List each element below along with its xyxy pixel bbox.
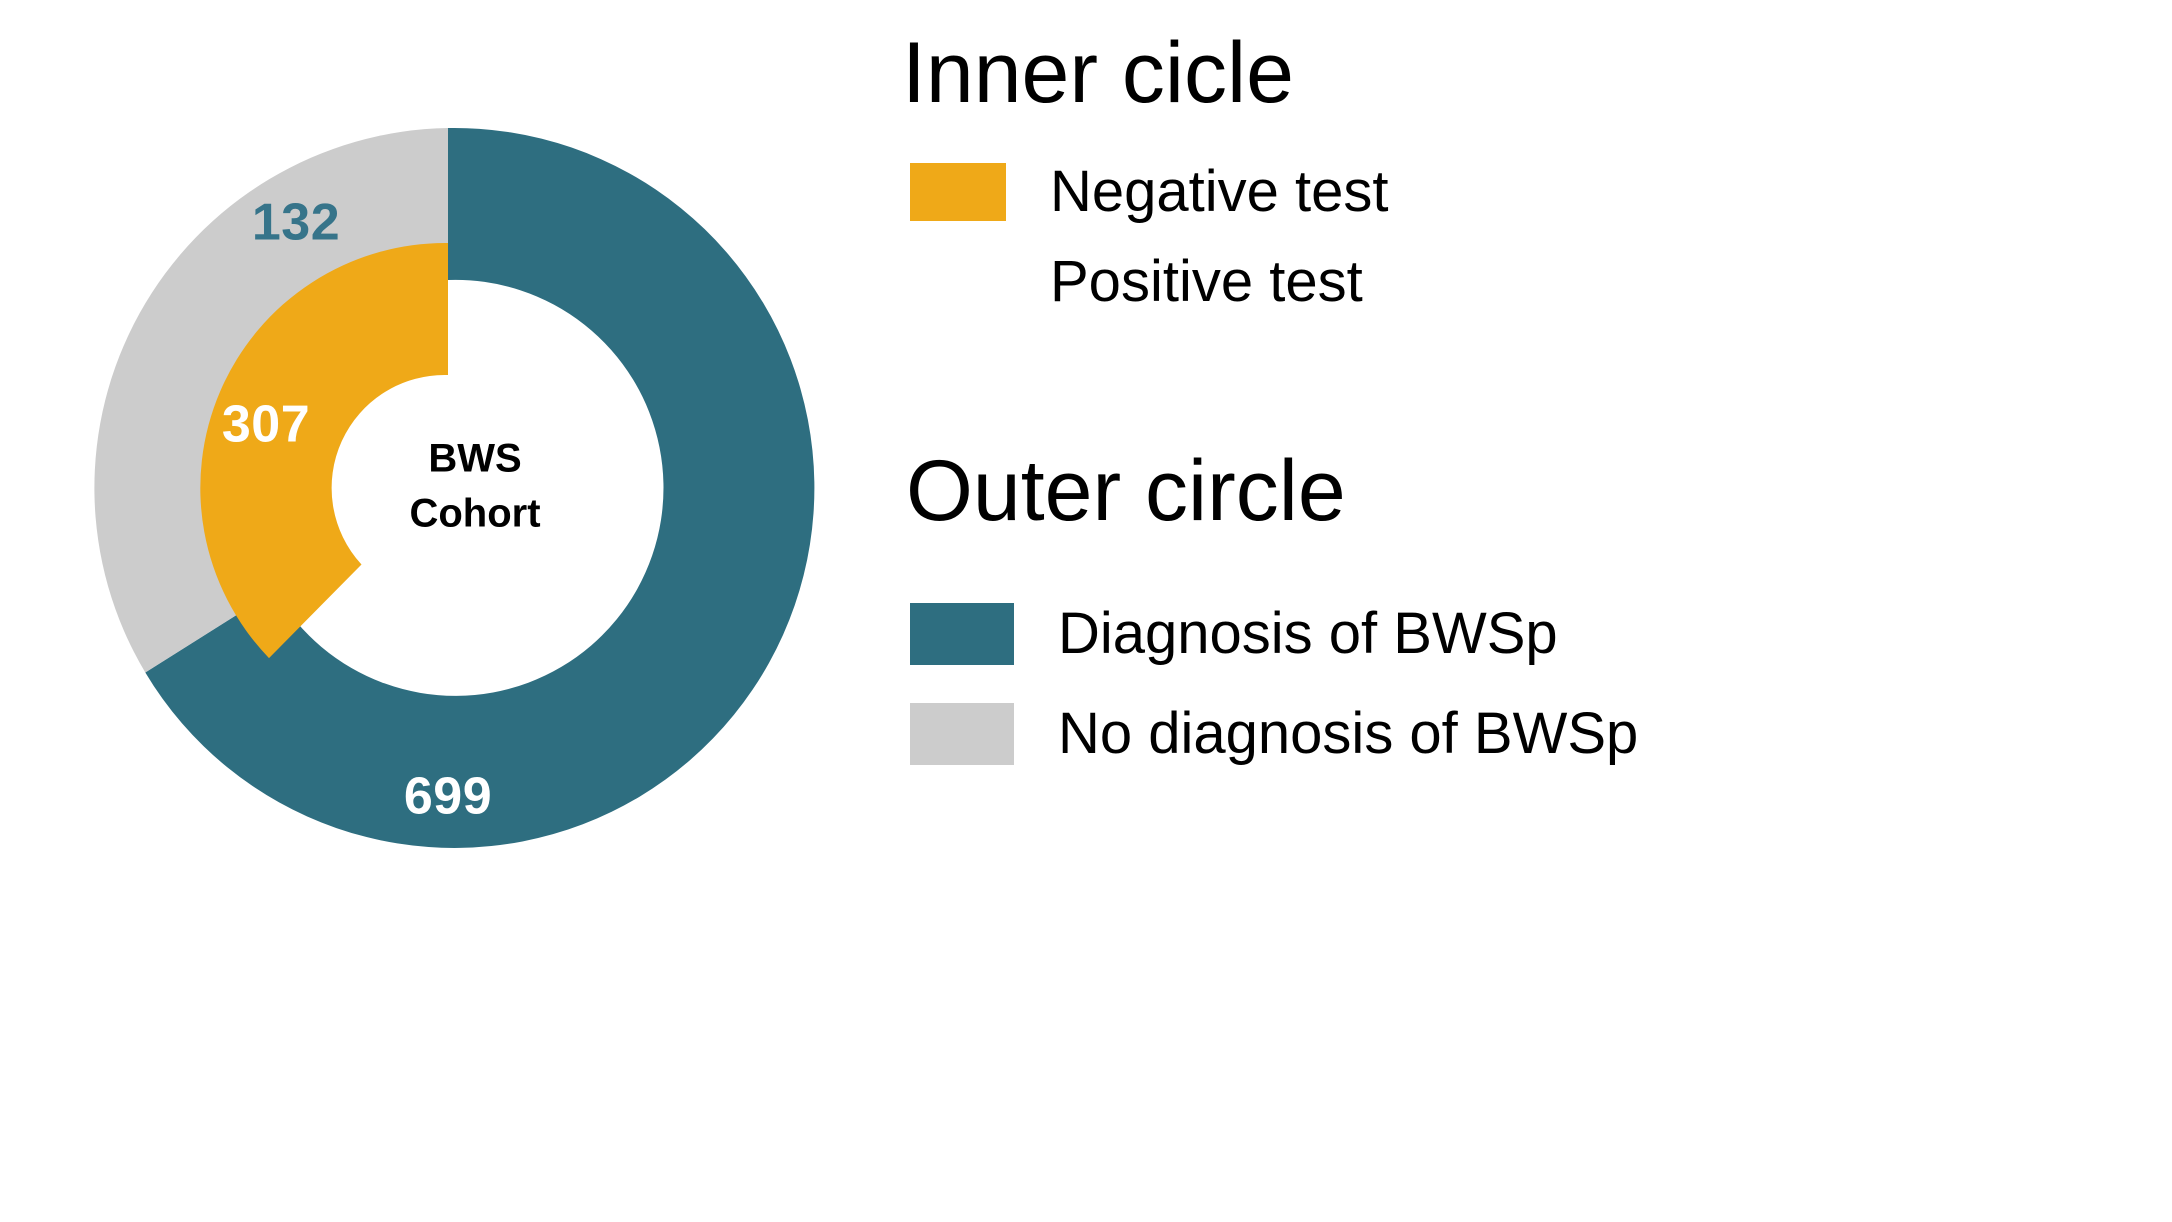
legend-label-positive-test: Positive test	[1050, 249, 1363, 314]
legend-heading-outer: Outer circle	[906, 443, 1346, 539]
legend-swatch-diagnosis-of-bwsp	[910, 603, 1014, 665]
legend-item-no-diagnosis-of-bwsp[interactable]: No diagnosis of BWSp	[910, 703, 1638, 765]
donut-chart: 699 132 307 BWS Cohort	[0, 0, 880, 1222]
outer-value-132: 132	[252, 194, 340, 252]
legend-item-negative-test[interactable]: Negative test	[910, 163, 1389, 221]
inner-value-307: 307	[222, 396, 310, 454]
legend-item-diagnosis-of-bwsp[interactable]: Diagnosis of BWSp	[910, 603, 1558, 665]
legend-swatch-positive-test-placeholder	[910, 253, 1006, 311]
legend-label-no-diagnosis-of-bwsp: No diagnosis of BWSp	[1058, 701, 1639, 766]
outer-slice-diagnosis[interactable]	[145, 127, 815, 848]
chart-legend: Inner cicle Negative test Positive test …	[880, 0, 2172, 1222]
inner-slice-negative[interactable]	[200, 242, 448, 659]
donut-chart-svg: 699 132 307 BWS Cohort	[94, 127, 815, 848]
outer-value-699: 699	[404, 768, 492, 826]
center-label-line1: BWS	[428, 437, 521, 481]
center-label-line2: Cohort	[409, 492, 540, 536]
legend-item-positive-test[interactable]: Positive test	[910, 253, 1363, 311]
legend-swatch-negative-test	[910, 163, 1006, 221]
legend-label-negative-test: Negative test	[1050, 159, 1389, 224]
legend-heading-inner: Inner cicle	[902, 25, 1294, 121]
legend-swatch-no-diagnosis-of-bwsp	[910, 703, 1014, 765]
legend-label-diagnosis-of-bwsp: Diagnosis of BWSp	[1058, 601, 1558, 666]
